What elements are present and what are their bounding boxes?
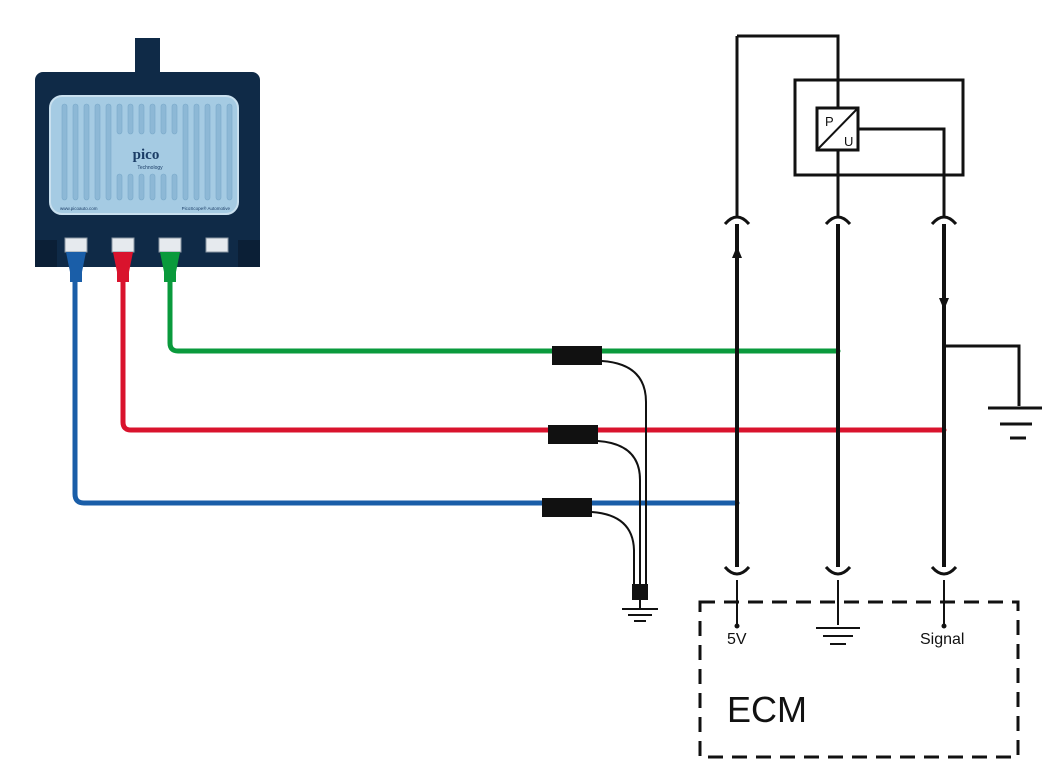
vent-slot — [138, 103, 145, 135]
scope-brand-sub: Technology — [137, 165, 163, 171]
vent-slot — [149, 103, 156, 135]
lead-green — [167, 279, 841, 354]
ground-lead-blue — [591, 511, 635, 594]
scope-port-b — [111, 237, 135, 253]
ground-lead-green — [601, 360, 647, 590]
probe-tip-green — [552, 346, 602, 365]
vent-slot — [94, 103, 101, 201]
wire-signal-upper — [858, 127, 946, 218]
connector-icon — [723, 565, 751, 576]
ecm-pin-signal — [941, 623, 947, 629]
chassis-ground-icon — [988, 406, 1042, 440]
vent-slot — [204, 103, 211, 201]
connector-icon — [723, 215, 751, 226]
sensor-symbol-p: P — [825, 114, 834, 129]
connector-icon — [824, 565, 852, 576]
scope-url: www.picoauto.com — [60, 206, 98, 211]
scope-foot-left — [35, 240, 57, 267]
arrow-icon — [939, 298, 949, 310]
connector-icon — [930, 565, 958, 576]
pressure-sensor: P U — [815, 106, 860, 152]
vent-slot — [127, 173, 134, 201]
vent-slot — [182, 103, 189, 201]
ground-lead-red — [597, 440, 641, 592]
wire-supply-loop — [737, 34, 840, 108]
vent-slot — [72, 103, 79, 201]
ecm-pin-label-5v: 5V — [727, 631, 747, 648]
vent-slot — [160, 103, 167, 135]
vent-slot — [149, 173, 156, 201]
lead-blue — [72, 279, 740, 506]
vent-slot — [105, 103, 112, 201]
probe-tip-red — [548, 425, 598, 444]
scope-foot-right — [238, 240, 260, 267]
vent-slot — [160, 173, 167, 201]
vent-slot — [61, 103, 68, 201]
scope-model: PicoScope® Automotive — [182, 205, 231, 211]
scope-vents — [61, 103, 233, 201]
vent-slot — [171, 173, 178, 201]
vent-slot — [116, 103, 123, 135]
probe-plug-b — [113, 252, 133, 282]
picoscope-device: pico Technology www.picoauto.com PicoSco… — [35, 38, 260, 282]
sensor-symbol-u: U — [844, 134, 853, 149]
connector-icon — [824, 215, 852, 226]
scope-port-c — [158, 237, 182, 253]
arrow-icon — [732, 246, 742, 330]
ecm-pin-label-signal: Signal — [920, 631, 964, 648]
vent-slot — [171, 103, 178, 135]
vent-slot — [83, 103, 90, 201]
vent-slot — [193, 103, 200, 201]
probe-tip-blue — [542, 498, 592, 517]
vent-slot — [226, 103, 233, 201]
scope-port-d — [205, 237, 229, 253]
connector-icon — [930, 215, 958, 226]
ecm-ground-icon — [816, 627, 860, 645]
ecm-box — [698, 600, 1020, 759]
vent-slot — [138, 173, 145, 201]
probe-ground-icon — [622, 600, 658, 622]
probe-plug-c — [160, 252, 180, 282]
wire-to-earth — [944, 344, 1021, 406]
lead-red — [120, 279, 947, 433]
sensor-housing — [793, 78, 965, 177]
vent-slot — [127, 103, 134, 135]
probe-plug-a — [66, 252, 86, 282]
scope-usb-cable — [135, 38, 160, 76]
ecm-title: ECM — [727, 689, 807, 730]
scope-brand: pico — [133, 147, 160, 163]
scope-port-a — [64, 237, 88, 253]
ground-clip — [632, 584, 648, 600]
vent-slot — [215, 103, 222, 201]
vent-slot — [116, 173, 123, 201]
ecm-pin-5v — [734, 623, 740, 629]
